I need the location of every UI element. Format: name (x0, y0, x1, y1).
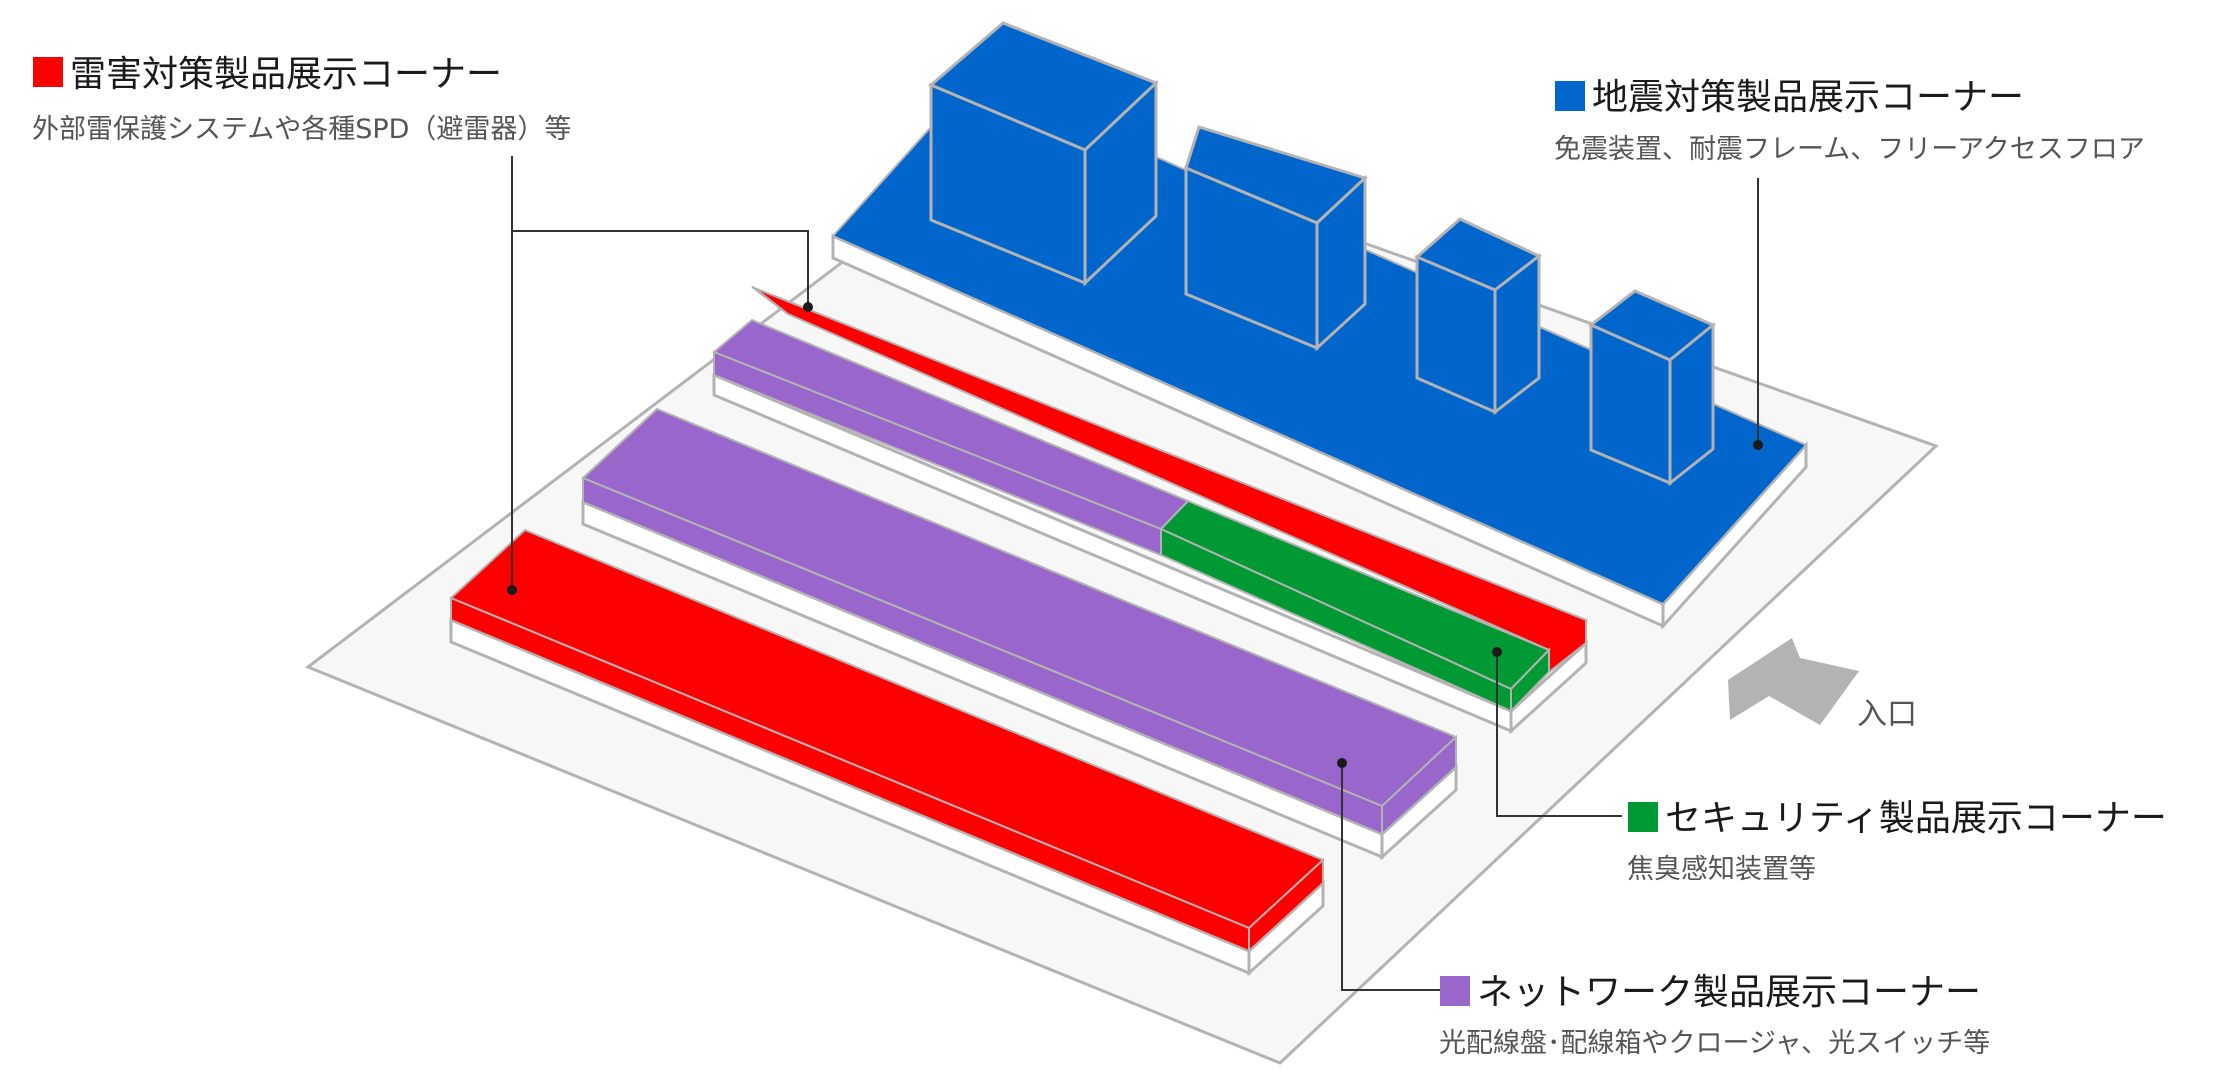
leader-dots (507, 302, 1763, 768)
entrance-label: 入口 (1857, 697, 1917, 732)
legend-swatch-network (1440, 976, 1470, 1006)
seismic-rack-1 (928, 21, 1159, 287)
seismic-rack-2 (1184, 125, 1368, 352)
lightning-corner-area (449, 528, 1325, 977)
legend-desc-security: 焦臭感知装置等 (1627, 854, 1816, 885)
seismic-rack-4 (1588, 289, 1716, 487)
legend-swatch-lightning (33, 57, 63, 87)
arrow-left-icon (1728, 638, 1859, 725)
legend-swatch-seismic (1555, 81, 1585, 111)
mixed-corner-area (712, 286, 1588, 735)
legend-lightning: 雷害対策製品展示コーナー 外部雷保護システムや各種SPD（避雷器）等 (32, 54, 571, 145)
legend-security: セキュリティ製品展示コーナー 焦臭感知装置等 (1627, 798, 2167, 885)
seismic-corner-area (831, 21, 1808, 630)
entrance-marker: 入口 (1728, 638, 1917, 732)
legend-swatch-security (1628, 802, 1658, 832)
legend-desc-seismic: 免震装置、耐震フレーム、フリーアクセスフロア (1554, 134, 2145, 165)
legend-seismic: 地震対策製品展示コーナー 免震装置、耐震フレーム、フリーアクセスフロア (1554, 77, 2145, 165)
legend-desc-network: 光配線盤･配線箱やクロージャ、光スイッチ等 (1439, 1028, 1990, 1059)
legend-title-seismic: 地震対策製品展示コーナー (1592, 77, 2024, 118)
legend-desc-lightning: 外部雷保護システムや各種SPD（避雷器）等 (32, 114, 571, 145)
legend-title-network: ネットワーク製品展示コーナー (1477, 972, 1981, 1013)
seismic-rack-3 (1414, 217, 1542, 416)
legend-network: ネットワーク製品展示コーナー 光配線盤･配線箱やクロージャ、光スイッチ等 (1439, 972, 1990, 1059)
legend-title-lightning: 雷害対策製品展示コーナー (70, 54, 502, 95)
leader-lines (511, 156, 1759, 991)
legend-title-security: セキュリティ製品展示コーナー (1665, 798, 2167, 839)
network-corner-area (581, 407, 1458, 861)
